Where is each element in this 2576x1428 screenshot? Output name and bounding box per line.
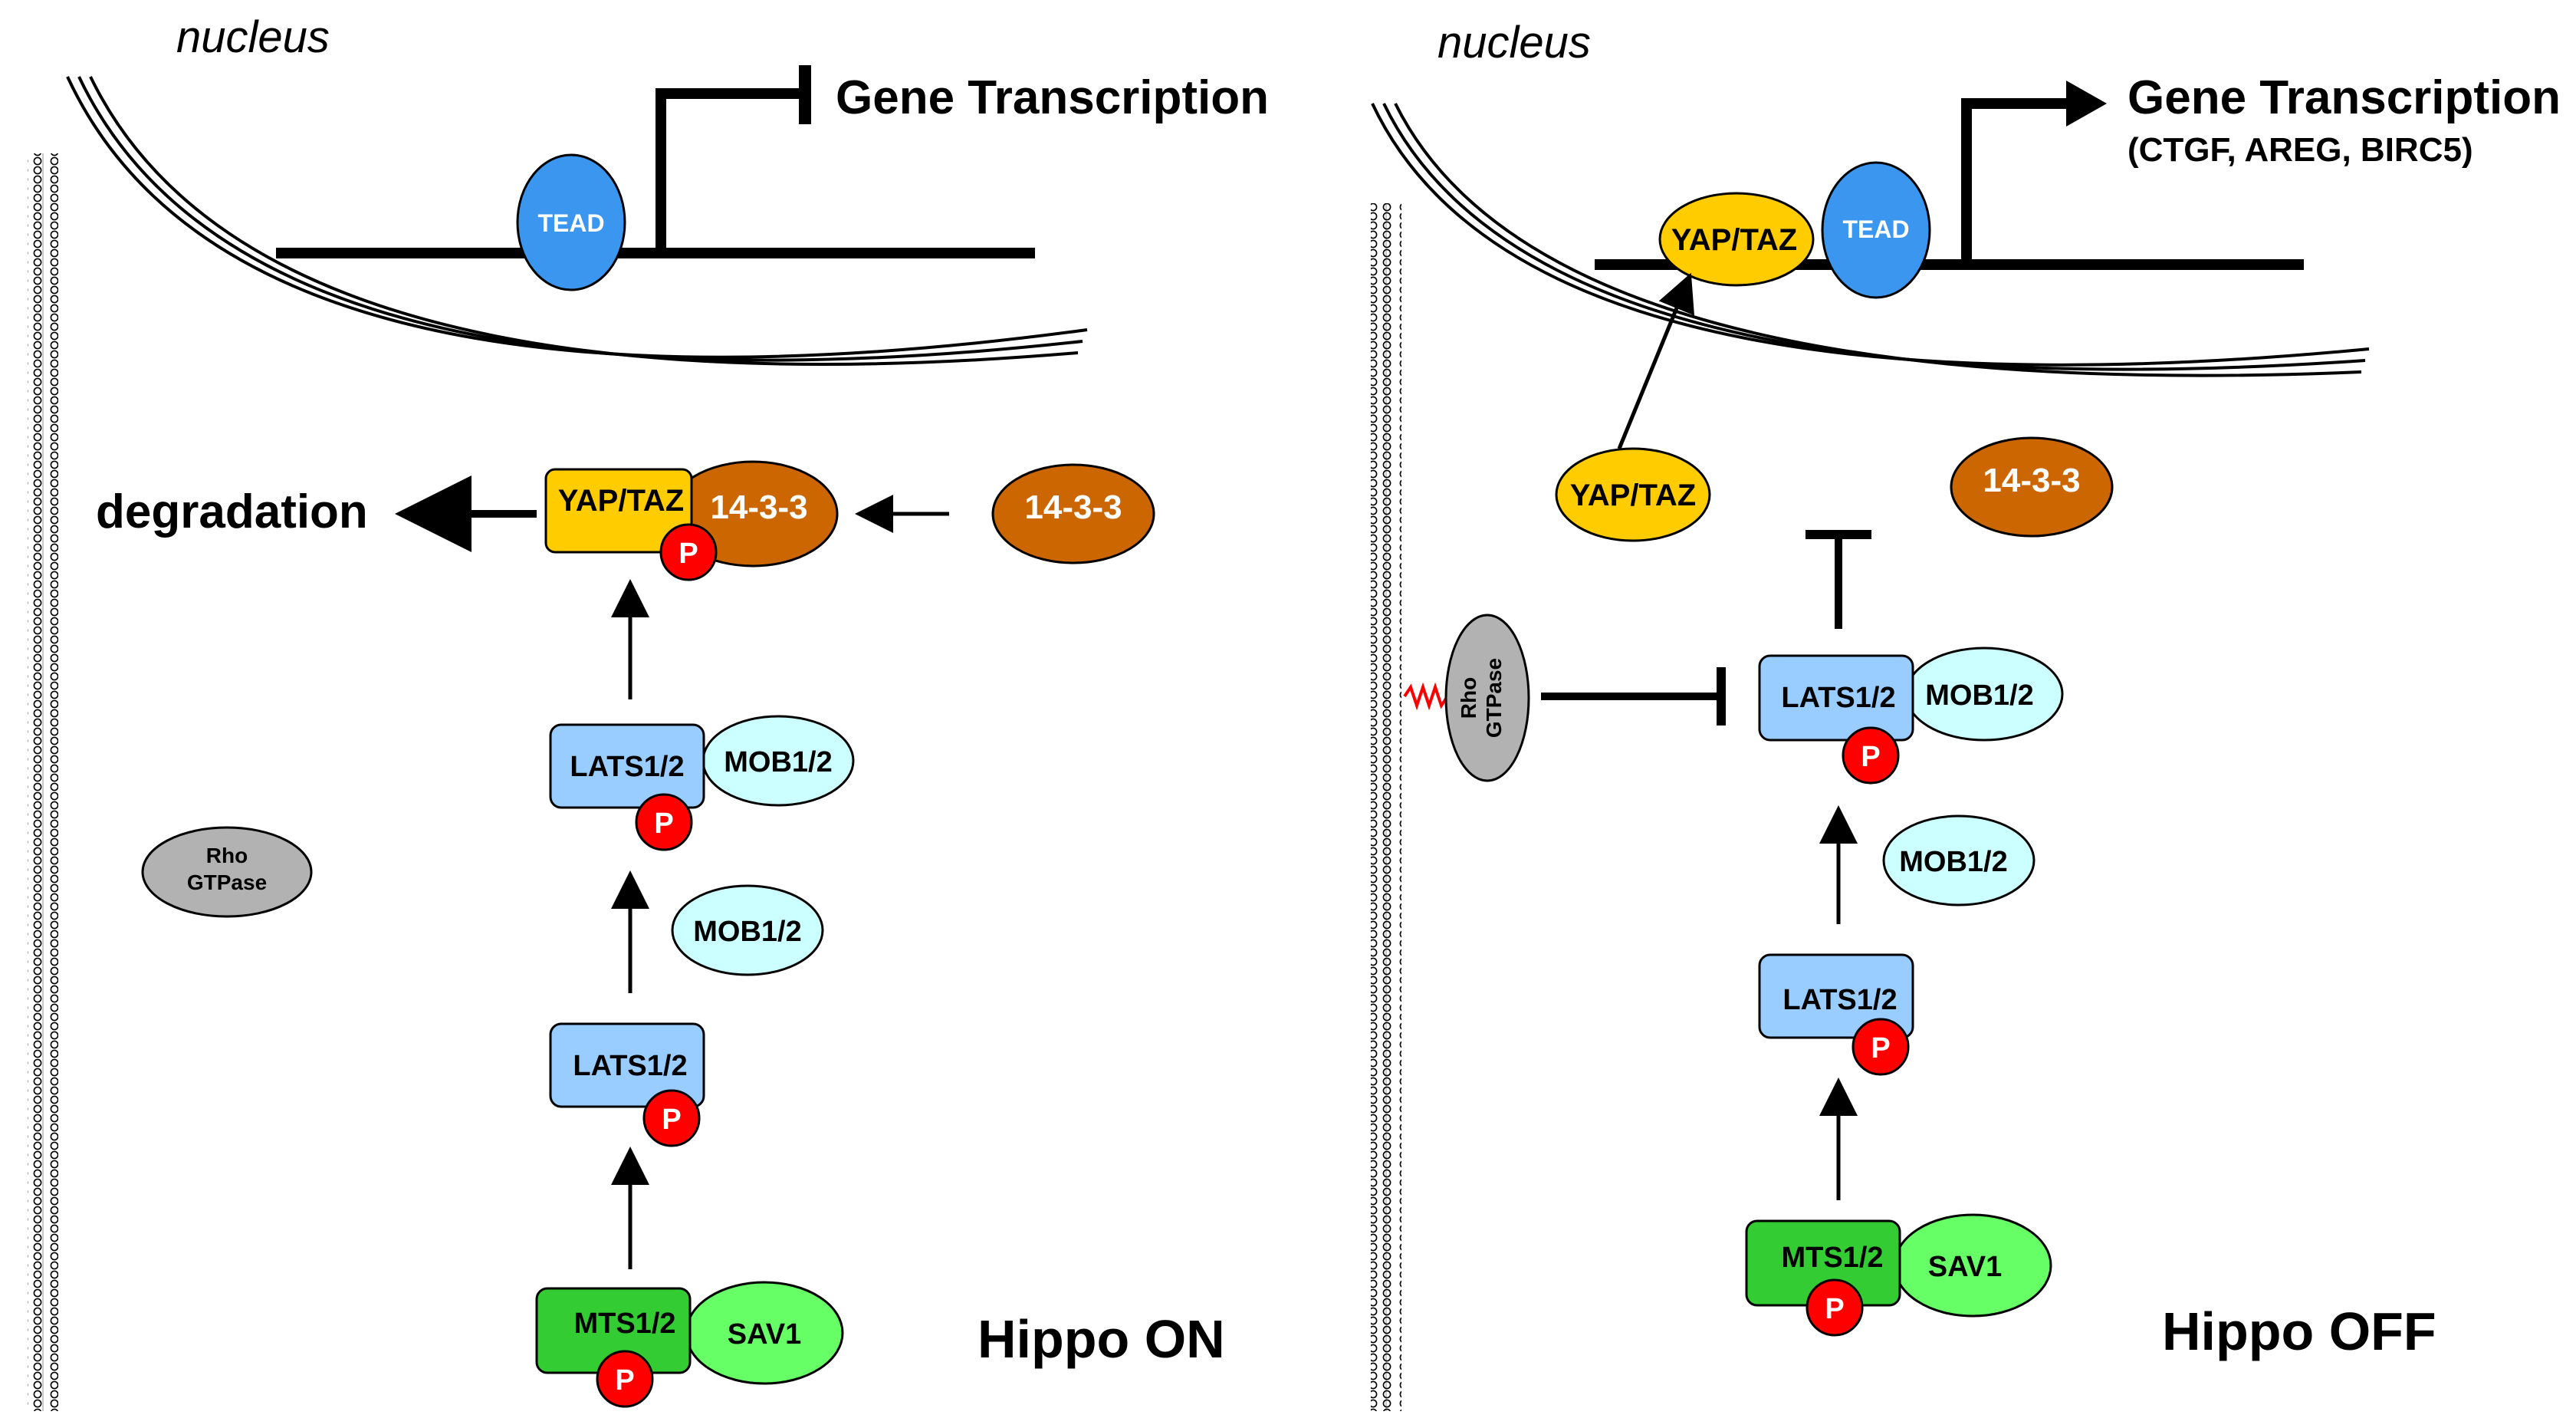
right-mts-phospho: [1806, 1278, 1864, 1337]
left-lats-bottom-label: LATS1/2: [573, 1050, 687, 1082]
left-14-3-3-free: [991, 463, 1155, 564]
left-lats-top: [549, 723, 705, 809]
right-rho-line1: Rho: [1457, 677, 1480, 719]
right-state-label: Hippo OFF: [2162, 1301, 2436, 1361]
right-tead: [1821, 161, 1931, 299]
left-degradation-label: degradation: [96, 485, 368, 538]
right-mob-free: [1882, 814, 2036, 906]
right-yap-taz-nuclear-label: YAP/TAZ: [1671, 223, 1797, 257]
right-mts-phospho-label: P: [1825, 1293, 1844, 1325]
left-mts-phospho-label: P: [615, 1364, 634, 1397]
right-rho-membrane-anchor: [1403, 682, 1449, 711]
right-promoter-active: [1961, 98, 2070, 265]
left-yap-taz-label: YAP/TAZ: [558, 484, 684, 518]
left-yap-phospho: [659, 523, 718, 581]
right-nucleus-label: nucleus: [1438, 18, 1591, 67]
right-panel: nucleus YAP/TAZ TEAD Gene Transcription …: [1371, 18, 2561, 1411]
right-yap-taz-cytoplasmic-label: YAP/TAZ: [1570, 479, 1696, 512]
left-panel: nucleus TEAD Gene Transcription degradat…: [28, 12, 1269, 1411]
left-lats-bottom-phospho-label: P: [662, 1104, 681, 1136]
right-mob-bound-label: MOB1/2: [1925, 679, 2033, 712]
left-rho-line2: GTPase: [187, 870, 267, 894]
left-lats-bottom: [549, 1022, 705, 1108]
left-lats-top-label: LATS1/2: [570, 751, 684, 783]
left-mob-free-label: MOB1/2: [693, 916, 801, 948]
right-arrow-yap-nuclear-entry: [1617, 272, 1694, 449]
left-promoter-repressed: [656, 88, 805, 253]
left-mts-label: MTS1/2: [573, 1308, 675, 1340]
left-lats-top-phospho: [635, 793, 693, 851]
left-lats-bottom-phospho: [642, 1089, 701, 1147]
left-lats-top-phospho-label: P: [654, 808, 673, 840]
left-mob-free: [671, 884, 824, 976]
left-mts-phospho: [596, 1350, 654, 1408]
right-tead-label: TEAD: [1842, 216, 1909, 243]
right-rho-inhibits-lats: [1541, 667, 1726, 726]
left-nucleus-label: nucleus: [176, 12, 330, 62]
right-lats-bottom-phospho-label: P: [1871, 1032, 1890, 1064]
right-rho-gtpase: Rho GTPase: [1444, 614, 1530, 782]
right-lats-bottom-phospho: [1852, 1018, 1910, 1076]
right-14-3-3: [1950, 436, 2114, 538]
left-mob-bound-label: MOB1/2: [724, 746, 832, 778]
right-gene-transcription: Gene Transcription: [2128, 71, 2561, 124]
right-lats-top-phospho: [1842, 726, 1900, 785]
right-yap-taz-cytoplasmic: [1555, 447, 1711, 542]
right-lats-bottom: [1758, 953, 1914, 1039]
right-lats-top-phospho-label: P: [1861, 741, 1880, 773]
right-sav1-label: SAV1: [1928, 1251, 2002, 1283]
left-rho-line1: Rho: [206, 844, 248, 867]
left-14-3-3-free-label: 14-3-3: [1024, 489, 1122, 526]
right-mob-free-label: MOB1/2: [1899, 846, 2007, 878]
right-yap-taz-nuclear: [1658, 192, 1815, 287]
right-cell-membrane: [1371, 203, 1401, 1411]
left-14-3-3-bound-label: 14-3-3: [710, 489, 807, 526]
right-promoter-arrowhead: [2066, 81, 2107, 127]
left-yap-phospho-label: P: [678, 538, 698, 570]
left-gene-transcription: Gene Transcription: [836, 71, 1269, 124]
right-lats-top-label: LATS1/2: [1781, 682, 1895, 714]
left-rho-gtpase: [141, 826, 313, 918]
right-lats-top: [1758, 654, 1914, 742]
left-sav1-label: SAV1: [728, 1318, 801, 1351]
right-lats-inhibition-bar: [1806, 530, 1871, 629]
left-yap-taz-phospho: [544, 468, 693, 554]
left-tead-label: TEAD: [537, 209, 604, 237]
right-targets: (CTGF, AREG, BIRC5): [2128, 131, 2473, 169]
left-cell-membrane: [28, 153, 58, 1411]
left-nuclear-envelope: [66, 76, 1088, 366]
right-nuclear-envelope: [1371, 103, 2370, 377]
right-14-3-3-label: 14-3-3: [1983, 462, 2080, 499]
right-lats-bottom-label: LATS1/2: [1783, 984, 1897, 1016]
right-rho-line2: GTPase: [1482, 658, 1506, 738]
left-tead: [516, 153, 626, 291]
right-mts-label: MTS1/2: [1781, 1242, 1883, 1274]
left-state-label: Hippo ON: [978, 1309, 1225, 1369]
